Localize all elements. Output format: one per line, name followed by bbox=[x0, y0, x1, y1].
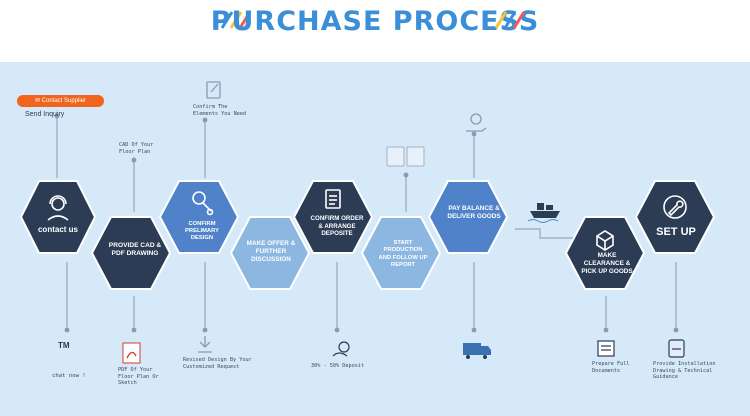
step-make-offer: MAKE OFFER & FURTHER DISCUSSION bbox=[246, 240, 296, 263]
installation-guide-icon bbox=[668, 339, 685, 358]
hex-make-offer bbox=[229, 216, 311, 290]
hex-start-production bbox=[360, 216, 442, 290]
trademanager-icon: TM bbox=[58, 341, 70, 350]
hex-contact-us bbox=[19, 180, 97, 254]
wrench-icon bbox=[663, 195, 687, 219]
confirm-elements-note: Confirm The Elements You Need bbox=[193, 104, 247, 117]
step-pay-balance: PAY BALANCE & DELIVER GOODS bbox=[447, 205, 501, 220]
installation-note: Provide Installation Drawing & Technical… bbox=[653, 361, 716, 380]
step-make-clearance: MAKE CLEARANCE & PICK UP GOODS bbox=[581, 252, 633, 275]
design-file-icons bbox=[386, 146, 425, 167]
title-bar: PURCHASE PROCESS bbox=[0, 0, 750, 60]
step-confirm-design: CONFIRM PRELIMARY DESIGN bbox=[185, 221, 219, 241]
cargo-ship-icon bbox=[527, 203, 560, 223]
hex-pay-balance bbox=[427, 180, 509, 254]
package-icon bbox=[596, 230, 614, 251]
mail-icon: ✉ bbox=[34, 98, 42, 104]
headset-icon bbox=[47, 195, 69, 221]
design-tools-icon bbox=[192, 191, 214, 216]
page-title: PURCHASE PROCESS bbox=[210, 6, 540, 37]
step-confirm-order: CONFIRM ORDER & ARRANGE DEPOSITE bbox=[310, 215, 364, 238]
hex-provide-cad bbox=[90, 216, 172, 290]
pdf-note: PDF Of Your Floor Plan Or Sketch bbox=[118, 367, 159, 386]
connectors bbox=[56, 116, 677, 330]
deposit-money-icon bbox=[332, 341, 350, 357]
step-provide-cad: PROVIDE CAD & PDF DRAWING bbox=[108, 242, 162, 257]
left-stripes-decoration bbox=[220, 11, 252, 29]
documents-icon bbox=[597, 340, 615, 357]
dollar-hand-icon bbox=[466, 113, 487, 132]
order-document-icon bbox=[325, 189, 341, 209]
hex-set-up bbox=[634, 180, 716, 254]
hex-make-clearance bbox=[564, 216, 646, 290]
pdf-file-icon bbox=[122, 342, 141, 364]
edit-document-icon bbox=[206, 81, 221, 99]
step-set-up: SET UP bbox=[656, 226, 696, 238]
right-stripes-decoration bbox=[494, 11, 526, 29]
cad-floor-plan-note: CAD Of Your Floor Plan bbox=[119, 142, 154, 155]
hex-confirm-design bbox=[158, 180, 240, 254]
chat-now-link[interactable]: chat now ! bbox=[52, 373, 86, 379]
deposit-note: 30% - 50% Deposit bbox=[311, 363, 365, 369]
contact-supplier-button[interactable]: ✉ Contact Supplier bbox=[17, 95, 104, 107]
connector-dots bbox=[54, 113, 679, 333]
step-start-production: START PRODUCTION AND FOLLOW UP REPORT bbox=[378, 240, 428, 269]
download-icon bbox=[198, 336, 212, 353]
contact-supplier-label: Contact Supplier bbox=[41, 98, 87, 104]
send-inquiry-label: Send Inquiry bbox=[25, 111, 65, 118]
hexagons bbox=[19, 180, 716, 290]
revised-design-note: Revised Design By Your Customized Reques… bbox=[183, 357, 252, 370]
step-contact-us: contact us bbox=[37, 225, 78, 234]
documents-note: Prepare Full Documents bbox=[592, 361, 630, 374]
hex-confirm-order bbox=[292, 180, 374, 254]
delivery-truck-icon bbox=[463, 343, 491, 359]
